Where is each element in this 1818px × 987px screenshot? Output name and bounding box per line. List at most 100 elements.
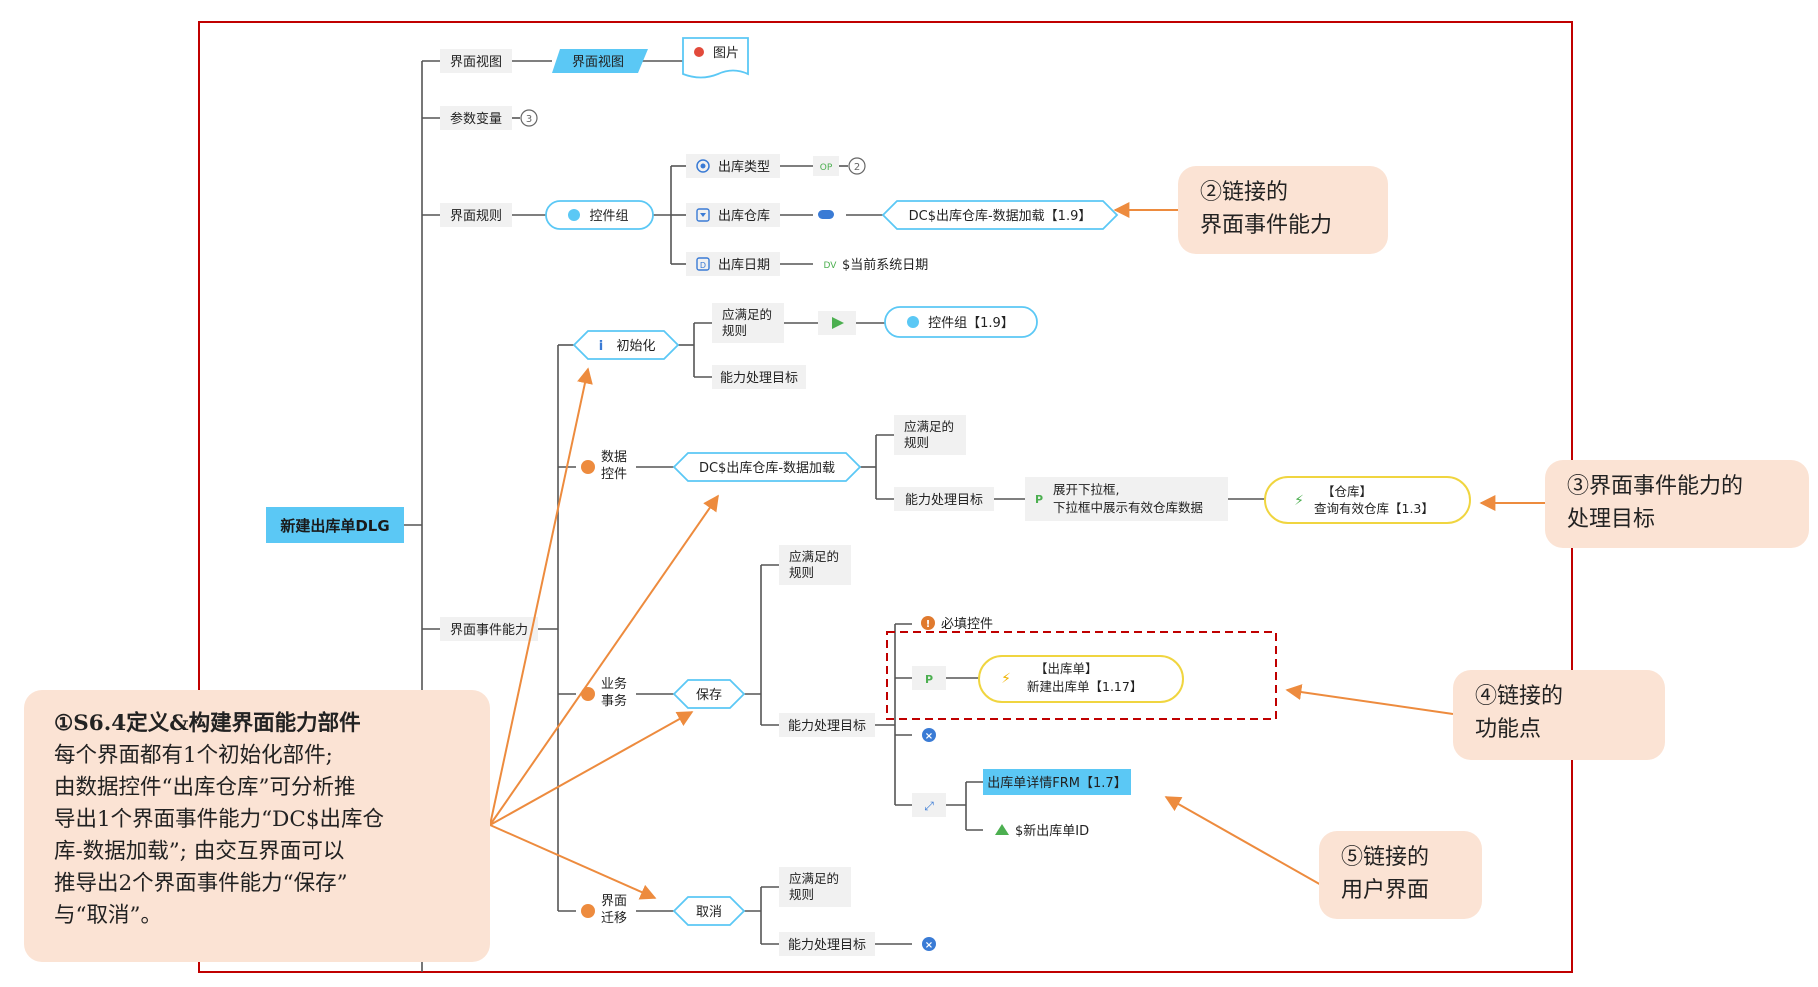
lightning-icon-save: ⚡ (1001, 671, 1011, 687)
event-arrow-icon (581, 460, 595, 474)
params-count-badge[interactable] (520, 109, 538, 127)
callout-linked-function: ④链接的 功能点 (1453, 670, 1665, 760)
init-rule-label-1: 应满足的 (722, 307, 772, 322)
save-process-box[interactable] (912, 666, 946, 690)
cancel-goal-box[interactable] (779, 932, 875, 956)
current-date-value: $当前系统日期 (842, 257, 928, 273)
cancel-category-2: 迁移 (601, 911, 627, 926)
lightning-icon: ⚡ (1294, 493, 1304, 509)
cancel-rule-box[interactable] (779, 867, 851, 907)
control-group-icon (568, 209, 580, 221)
datactrl-process-line-1: 展开下拉框, (1053, 482, 1119, 497)
branch-events-box[interactable] (440, 617, 538, 641)
datactrl-category-2: 控件 (601, 467, 627, 482)
link-badge-icon[interactable] (818, 210, 834, 219)
datactrl-rule-box[interactable] (894, 415, 966, 455)
cancel-goal-label: 能力处理目标 (788, 938, 866, 953)
rules-group-node[interactable] (545, 200, 654, 230)
op-tag-box[interactable] (813, 156, 839, 176)
control-group-icon-2 (907, 316, 919, 328)
callout-definition-title: ①S6.4定义&构建界面能力部件 (54, 711, 361, 736)
callout-definition-line-4: 库-数据加载”; 由交互界面可以 (54, 839, 345, 864)
rule-control-date-box[interactable] (686, 252, 780, 276)
close-circle-icon-cancel-mark: × (925, 940, 933, 951)
cancel-rule-label-2: 规则 (789, 887, 814, 902)
play-icon (832, 317, 844, 329)
datactrl-function-node[interactable] (1264, 476, 1471, 524)
event-init-node[interactable] (572, 330, 680, 360)
init-target-label: 控件组【1.9】 (928, 316, 1014, 331)
branch-view-box[interactable] (440, 49, 512, 73)
callout-event-goal: ③界面事件能力的 处理目标 (1545, 460, 1809, 548)
datactrl-goal-box[interactable] (894, 487, 994, 511)
init-rule-box[interactable] (712, 303, 784, 343)
init-goal-box[interactable] (712, 365, 806, 389)
op-count-badge[interactable] (848, 157, 866, 175)
branch-params-label: 参数变量 (450, 111, 502, 127)
callout-event-goal-line-2: 处理目标 (1567, 507, 1656, 532)
expand-box[interactable] (912, 793, 946, 817)
rule-control-type-label: 出库类型 (718, 159, 770, 175)
rule-control-warehouse-label: 出库仓库 (718, 208, 770, 224)
image-icon (694, 47, 704, 57)
radio-icon (696, 159, 710, 173)
process-p-icon-save: P (925, 673, 933, 686)
radio-icon-dot (700, 163, 706, 169)
dv-tag-label: DV (824, 261, 838, 271)
save-rule-box[interactable] (779, 545, 851, 585)
callout-linked-event-line-1: ②链接的 (1200, 180, 1289, 205)
event-datactrl-node[interactable] (672, 452, 862, 482)
close-circle-icon-mark: × (925, 731, 933, 742)
event-cancel-node[interactable] (672, 896, 746, 926)
required-controls-label: 必填控件 (941, 617, 993, 632)
root-node[interactable] (266, 507, 404, 543)
save-goal-box[interactable] (779, 713, 875, 737)
view-node-label: 界面视图 (572, 55, 624, 70)
callout-linked-ui: ⑤链接的 用户界面 (1319, 831, 1482, 919)
dropdown-icon (696, 208, 710, 222)
event-save-node[interactable] (672, 679, 746, 709)
root-node-label: 新建出库单DLG (280, 517, 389, 535)
branch-events-label: 界面事件能力 (450, 623, 528, 638)
init-rule-label-2: 规则 (722, 323, 747, 338)
frm-node[interactable] (983, 769, 1131, 795)
branch-rules-box[interactable] (440, 203, 512, 227)
callout-definition-line-1: 每个界面都有1个初始化部件; (54, 743, 333, 768)
callout-linked-ui-line-2: 用户界面 (1341, 878, 1430, 903)
save-category-1: 业务 (601, 676, 627, 692)
save-rule-label-1: 应满足的 (789, 549, 839, 564)
init-target-node[interactable] (884, 306, 1038, 338)
expand-icon: ⤢ (923, 799, 934, 813)
function-highlight-box (886, 631, 1277, 720)
event-save-label: 保存 (696, 688, 722, 703)
view-node[interactable] (552, 49, 648, 73)
event-arrow-icon-save (581, 687, 595, 701)
save-function-node[interactable] (978, 655, 1184, 703)
info-icon: i (599, 339, 603, 354)
save-category-2: 事务 (601, 693, 627, 709)
branch-params-box[interactable] (440, 106, 512, 130)
callout-linked-ui-line-1: ⑤链接的 (1341, 845, 1430, 870)
callout-event-goal-line-1: ③界面事件能力的 (1567, 474, 1744, 499)
init-goal-label: 能力处理目标 (720, 371, 798, 386)
warning-icon-mark: ! (926, 619, 931, 630)
warning-icon (921, 616, 935, 630)
frm-node-label: 出库单详情FRM【1.7】 (987, 775, 1126, 791)
op-tag-label: OP (820, 163, 833, 173)
process-p-icon: P (1035, 493, 1043, 506)
close-circle-icon[interactable] (922, 728, 936, 742)
image-node-label: 图片 (713, 46, 739, 61)
close-circle-icon-cancel[interactable] (922, 937, 936, 951)
triangle-up-icon (995, 824, 1009, 835)
datactrl-process-box[interactable] (1025, 477, 1228, 521)
datactrl-rule-label-1: 应满足的 (904, 419, 954, 434)
linked-event-label: DC$出库仓库-数据加载【1.9】 (909, 208, 1092, 224)
save-function-line-1: 【出库单】 (1035, 661, 1098, 676)
date-icon-glyph: D (700, 261, 706, 270)
save-rule-label-2: 规则 (789, 565, 814, 580)
event-arrow-icon-cancel (581, 904, 595, 918)
params-count-text: 3 (526, 114, 532, 125)
datactrl-goal-label: 能力处理目标 (905, 493, 983, 508)
dropdown-icon-arrow (700, 213, 706, 217)
